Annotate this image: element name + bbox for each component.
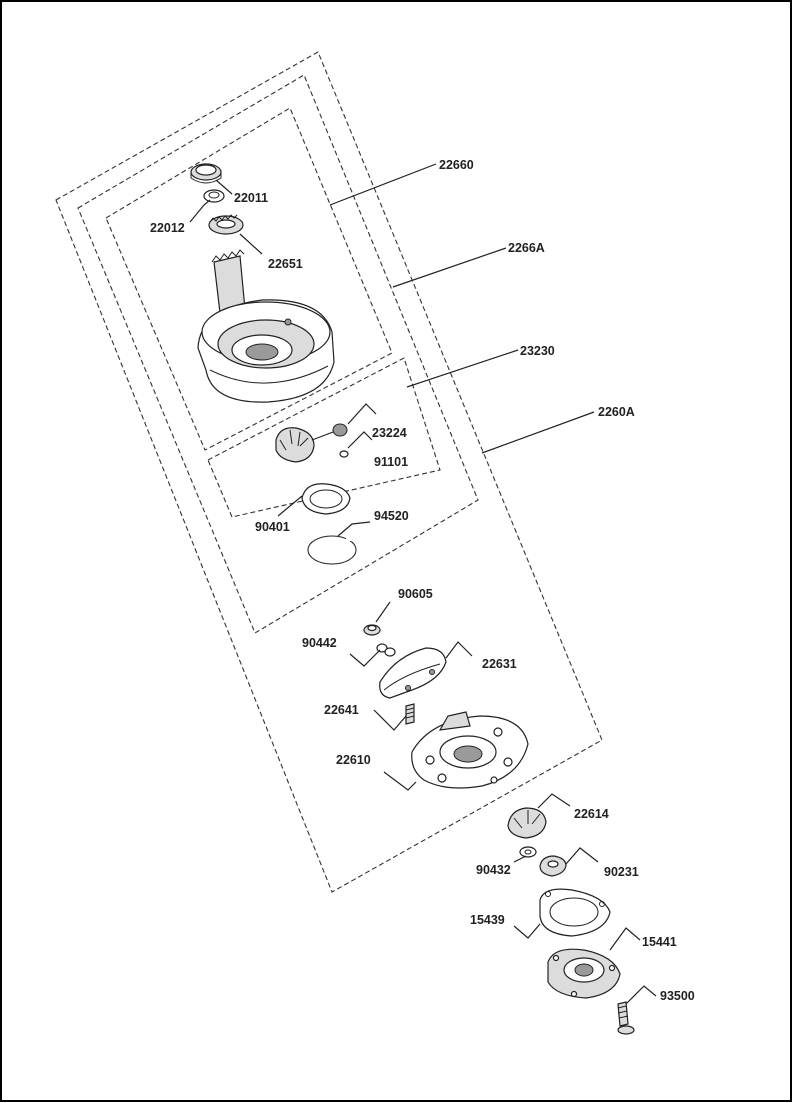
base-plate-22610-drawing	[411, 711, 529, 789]
leader-94520	[337, 521, 371, 537]
leader-90442	[349, 649, 381, 667]
part-label-2266A: 2266A	[508, 241, 545, 255]
drive-pulley-22660-drawing	[197, 249, 335, 403]
leader-22651	[239, 233, 263, 255]
part-label-93500: 93500	[660, 989, 695, 1003]
clip-23224-drawing	[275, 423, 348, 463]
part-label-91101: 91101	[374, 455, 408, 469]
leader-22631	[445, 641, 473, 659]
part-label-90401: 90401	[255, 520, 290, 534]
group-boundary-23230	[207, 357, 441, 518]
ring-22012-drawing	[203, 189, 225, 203]
leader-22660	[329, 163, 437, 206]
part-label-22011: 22011	[234, 191, 268, 205]
cam-22614-drawing	[507, 807, 547, 839]
part-label-90432: 90432	[476, 863, 511, 877]
nut-90231-drawing	[539, 855, 567, 877]
leader-23224	[347, 403, 377, 425]
part-label-90605: 90605	[398, 587, 433, 601]
screw-93500-drawing	[617, 1001, 635, 1035]
pin-91101-drawing	[339, 450, 349, 458]
leader-15441	[609, 927, 641, 951]
leader-90432	[513, 855, 527, 863]
group-boundary-2260A	[55, 51, 603, 893]
group-boundary-2266A	[77, 74, 479, 634]
part-label-23230: 23230	[520, 344, 555, 358]
nut-90605-drawing	[363, 624, 381, 636]
part-label-15439: 15439	[470, 913, 505, 927]
leader-22012	[189, 199, 211, 223]
gasket-15439-drawing	[539, 888, 611, 937]
leader-90605	[375, 601, 391, 623]
part-label-15441: 15441	[642, 935, 677, 949]
cover-15441-drawing	[547, 948, 621, 999]
leader-23230	[406, 349, 519, 388]
leader-22610	[383, 771, 417, 791]
part-label-22651: 22651	[268, 257, 303, 271]
leader-2266A	[392, 247, 507, 288]
snap-ring-94520-drawing	[307, 535, 357, 565]
spring-pin-22641-drawing	[405, 703, 415, 725]
leader-2260A	[481, 411, 595, 454]
leader-90401	[277, 495, 303, 517]
part-label-22610: 22610	[336, 753, 371, 767]
part-label-22641: 22641	[324, 703, 359, 717]
part-label-23224: 23224	[372, 426, 407, 440]
leader-15439	[513, 923, 541, 939]
leader-22641	[373, 709, 407, 731]
part-label-22631: 22631	[482, 657, 517, 671]
gear-22651-drawing	[208, 214, 244, 235]
part-label-22660: 22660	[439, 158, 474, 172]
leader-93500	[625, 985, 657, 1005]
part-label-22614: 22614	[574, 807, 609, 821]
leader-22011	[215, 179, 233, 195]
lever-22631-drawing	[379, 647, 447, 699]
leader-22614	[537, 793, 571, 809]
part-label-90231: 90231	[604, 865, 639, 879]
leader-90231	[565, 847, 599, 865]
part-label-90442: 90442	[302, 636, 337, 650]
leader-91101	[347, 431, 373, 449]
seal-22011-drawing	[190, 163, 222, 184]
gasket-90401-drawing	[301, 483, 351, 515]
part-label-94520: 94520	[374, 509, 409, 523]
part-label-22012: 22012	[150, 221, 185, 235]
washer-90432-drawing	[519, 846, 537, 858]
part-label-2260A: 2260A	[598, 405, 635, 419]
